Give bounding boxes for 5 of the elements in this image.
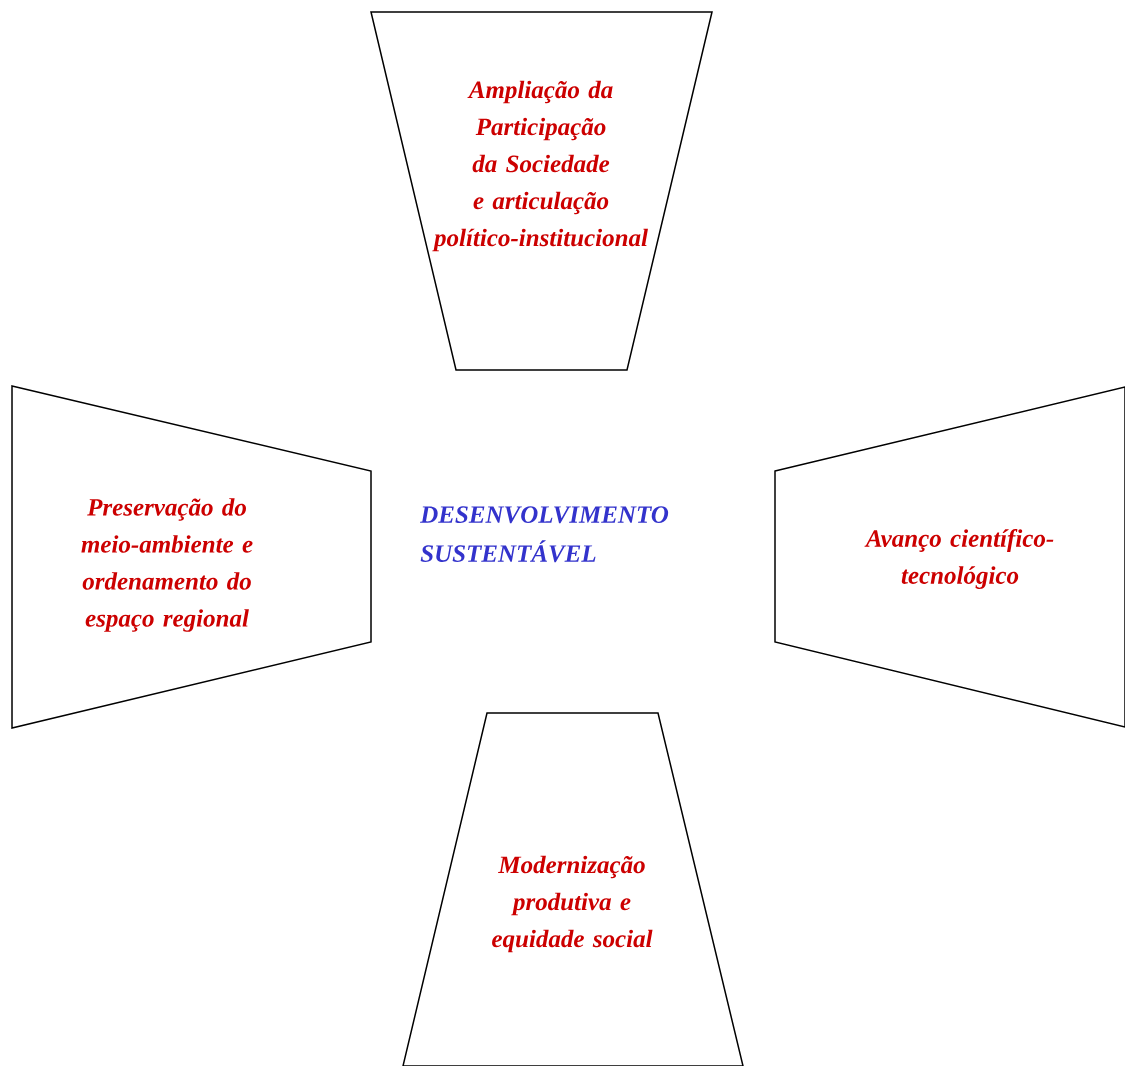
trapezoid-box: Preservação do meio-ambiente e ordenamento do espaço regional [11,385,372,729]
trapezoid-box: Ampliação da Participação da Sociedade e articulação político-institucional [370,11,713,371]
center-title: DESENVOLVIMENTO SUSTENTÁVEL [420,506,669,563]
trapezoid-box: Modernização produtiva e equidade social [402,712,744,1066]
trapezoid-box: Avanço científico-tecnológico [774,386,1125,728]
